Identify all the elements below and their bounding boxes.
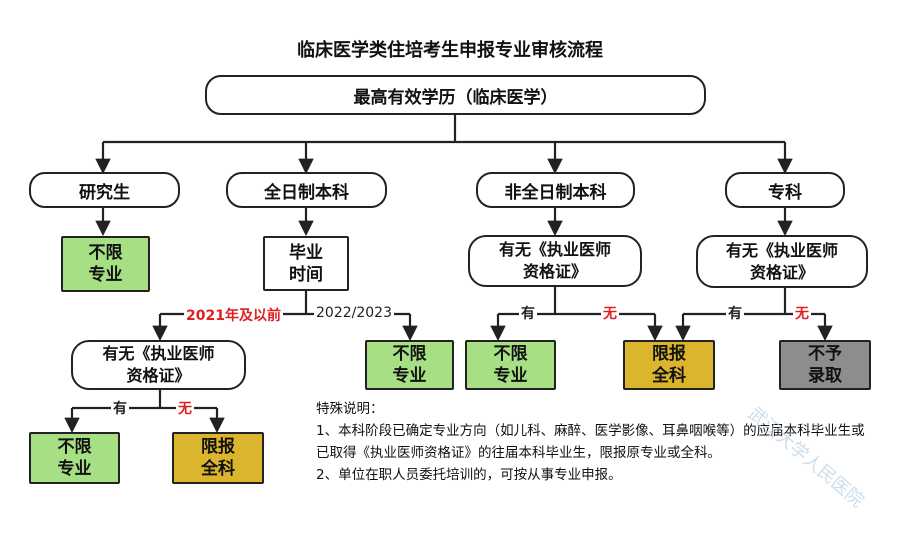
node-line: 录取 xyxy=(808,366,842,386)
node-line: 不限 xyxy=(493,344,528,364)
edge-label-junior-no: 无 xyxy=(793,303,811,323)
node-line: 时间 xyxy=(289,264,323,285)
edge-label-early-yes: 有 xyxy=(111,398,129,418)
category-nonfulltime: 非全日制本科 xyxy=(476,172,635,208)
notes-heading: 特殊说明： xyxy=(316,401,384,417)
node-line: 不限 xyxy=(57,437,92,457)
diagram-title: 临床医学类住培考生申报专业审核流程 xyxy=(297,40,603,61)
edge-label-nonfull-no: 无 xyxy=(601,303,619,323)
edge-label-early: 2021年及以前 xyxy=(184,305,283,325)
edge-label-nonfull-yes: 有 xyxy=(519,303,537,323)
category-graduate: 研究生 xyxy=(29,172,180,208)
junior-no-result: 不予 录取 xyxy=(779,340,871,390)
node-line: 全科 xyxy=(201,459,235,479)
node-line: 有无《执业医师 xyxy=(102,344,215,363)
node-line: 毕业 xyxy=(289,242,323,263)
node-line: 有无《执业医师 xyxy=(498,240,611,259)
notes-item-1: 1、本科阶段已确定专业方向（如儿科、麻醉、医学影像、耳鼻咽喉等）的应届本科毕业生… xyxy=(316,423,865,461)
node-line: 专业 xyxy=(57,459,92,479)
edge-label-junior-yes: 有 xyxy=(726,303,744,323)
nonfull-yes-result: 不限 专业 xyxy=(465,340,556,390)
root-node: 最高有效学历（临床医学） xyxy=(205,75,706,115)
category-junior: 专科 xyxy=(725,172,845,208)
graduate-result-box: 不限 专业 xyxy=(61,236,150,292)
junior-cert-question: 有无《执业医师 资格证》 xyxy=(696,235,868,288)
node-line: 不限 xyxy=(392,344,427,364)
node-line: 不予 xyxy=(808,344,842,364)
early-no-result: 限报 全科 xyxy=(172,432,264,484)
graduation-time-box: 毕业 时间 xyxy=(263,236,349,291)
special-notes: 特殊说明： 1、本科阶段已确定专业方向（如儿科、麻醉、医学影像、耳鼻咽喉等）的应… xyxy=(316,398,876,486)
node-line: 专业 xyxy=(392,366,427,386)
node-line: 专业 xyxy=(88,265,123,285)
node-line: 有无《执业医师 xyxy=(725,240,838,260)
node-line: 不限 xyxy=(88,243,123,263)
node-line: 限报 xyxy=(652,344,686,364)
edge-label-recent: 2022/2023 xyxy=(314,305,394,321)
node-line: 专业 xyxy=(493,366,528,386)
early-cert-question: 有无《执业医师 资格证》 xyxy=(71,340,246,390)
nonfull-cert-question: 有无《执业医师 资格证》 xyxy=(468,235,642,287)
notes-item-2: 2、单位在职人员委托培训的，可按从事专业申报。 xyxy=(316,467,622,483)
category-fulltime: 全日制本科 xyxy=(226,172,387,208)
node-line: 资格证》 xyxy=(126,366,191,385)
early-yes-result: 不限 专业 xyxy=(29,432,120,484)
node-line: 资格证》 xyxy=(749,262,814,282)
edge-label-early-no: 无 xyxy=(176,398,194,418)
nonfull-no-result: 限报 全科 xyxy=(623,340,715,390)
recent-result-box: 不限 专业 xyxy=(365,340,454,390)
node-line: 限报 xyxy=(201,437,235,457)
node-line: 全科 xyxy=(652,366,686,386)
node-line: 资格证》 xyxy=(522,262,587,281)
